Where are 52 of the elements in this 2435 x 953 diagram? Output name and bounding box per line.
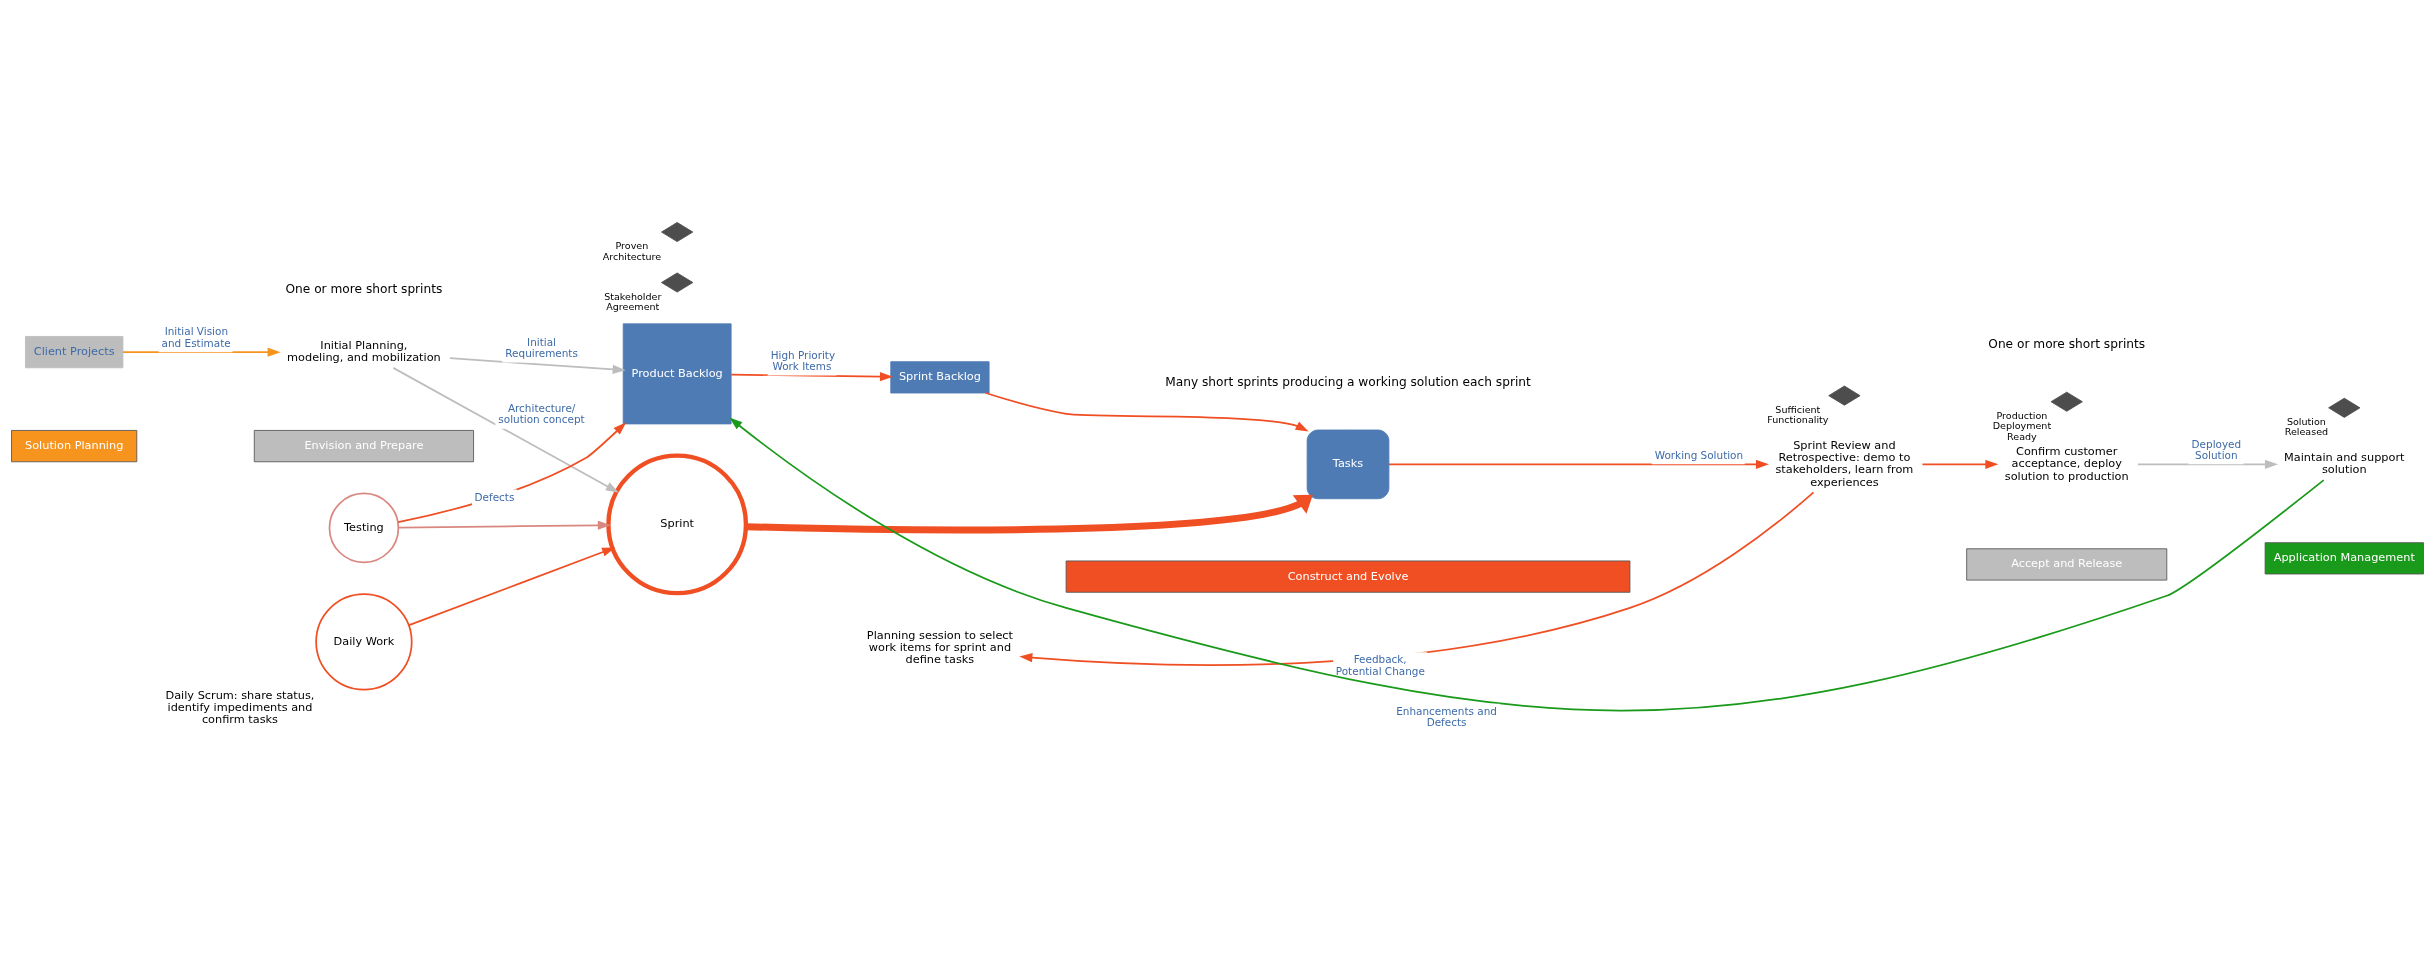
node-box: Application Management <box>2264 541 2424 574</box>
node-diamond <box>2050 391 2083 412</box>
node-box: Accept and Release <box>1966 547 2168 581</box>
arrow <box>392 366 619 493</box>
label: Many short sprints producing a working solution each sprint <box>1165 374 1531 389</box>
node-box: Construct and Evolve <box>1065 560 1631 593</box>
node-box: Product Backlog <box>622 322 732 424</box>
node-text: Sprint Review and Retrospective: demo to stakeholders, learn from experiences <box>1775 438 1914 489</box>
node-label: Solution Released <box>2284 415 2329 437</box>
edge-label: Defects <box>474 490 515 503</box>
node-text: Maintain and support solution <box>2284 450 2405 476</box>
node-diamond <box>1828 385 1861 406</box>
node-label: Sufficient Functionality <box>1767 403 1829 425</box>
arrow <box>729 417 2325 712</box>
arrow <box>397 421 627 523</box>
edge-label: Initial Requirements <box>505 335 578 359</box>
arrow <box>1019 491 1815 666</box>
node-box: Envision and Prepare <box>253 429 474 462</box>
node-box: Tasks <box>1306 429 1390 499</box>
arrow <box>397 520 611 530</box>
label: One or more short sprints <box>285 281 443 296</box>
edge-label: Feedback, Potential Change <box>1335 652 1425 677</box>
edge-label: Working Solution <box>1654 448 1744 461</box>
arrow <box>745 494 1313 533</box>
node-box: Solution Planning <box>11 429 138 462</box>
arrow <box>408 546 616 626</box>
edge-label: High Priority Work Items <box>770 348 836 372</box>
arrow <box>2137 459 2278 469</box>
edge-label: Deployed Solution <box>2191 436 2242 461</box>
node-diamond <box>661 272 694 293</box>
node-text: Confirm customer acceptance, deploy solution to production <box>2004 444 2129 483</box>
node-label: Proven Architecture <box>602 239 662 262</box>
node-label: Stakeholder Agreement <box>604 290 662 312</box>
node-circle: Daily Work <box>315 592 413 690</box>
node-text: Planning session to select work items for sprint and define tasks <box>866 628 1014 666</box>
node-text: Initial Planning, modeling, and mobilization <box>287 338 441 364</box>
edge-label: Enhancements and Defects <box>1396 704 1497 728</box>
node-diamond <box>661 221 694 242</box>
node-diamond <box>2328 397 2361 418</box>
edge-label: Architecture/ solution concept <box>498 401 585 425</box>
node-box: Sprint Backlog <box>890 360 990 393</box>
arrow <box>449 356 626 374</box>
node-label: Production Deployment Ready <box>1992 409 2052 442</box>
node-label: Daily Scrum: share status, identify impediments and confirm tasks <box>165 688 315 726</box>
arrow <box>1921 459 1999 469</box>
arrow <box>122 347 281 357</box>
label: One or more short sprints <box>1988 336 2146 351</box>
arrow <box>984 391 1309 432</box>
arrow <box>1388 459 1769 469</box>
node-circle: Testing <box>328 492 400 563</box>
edge-label: Initial Vision and Estimate <box>161 324 231 349</box>
node-box: Client Projects <box>25 335 124 368</box>
